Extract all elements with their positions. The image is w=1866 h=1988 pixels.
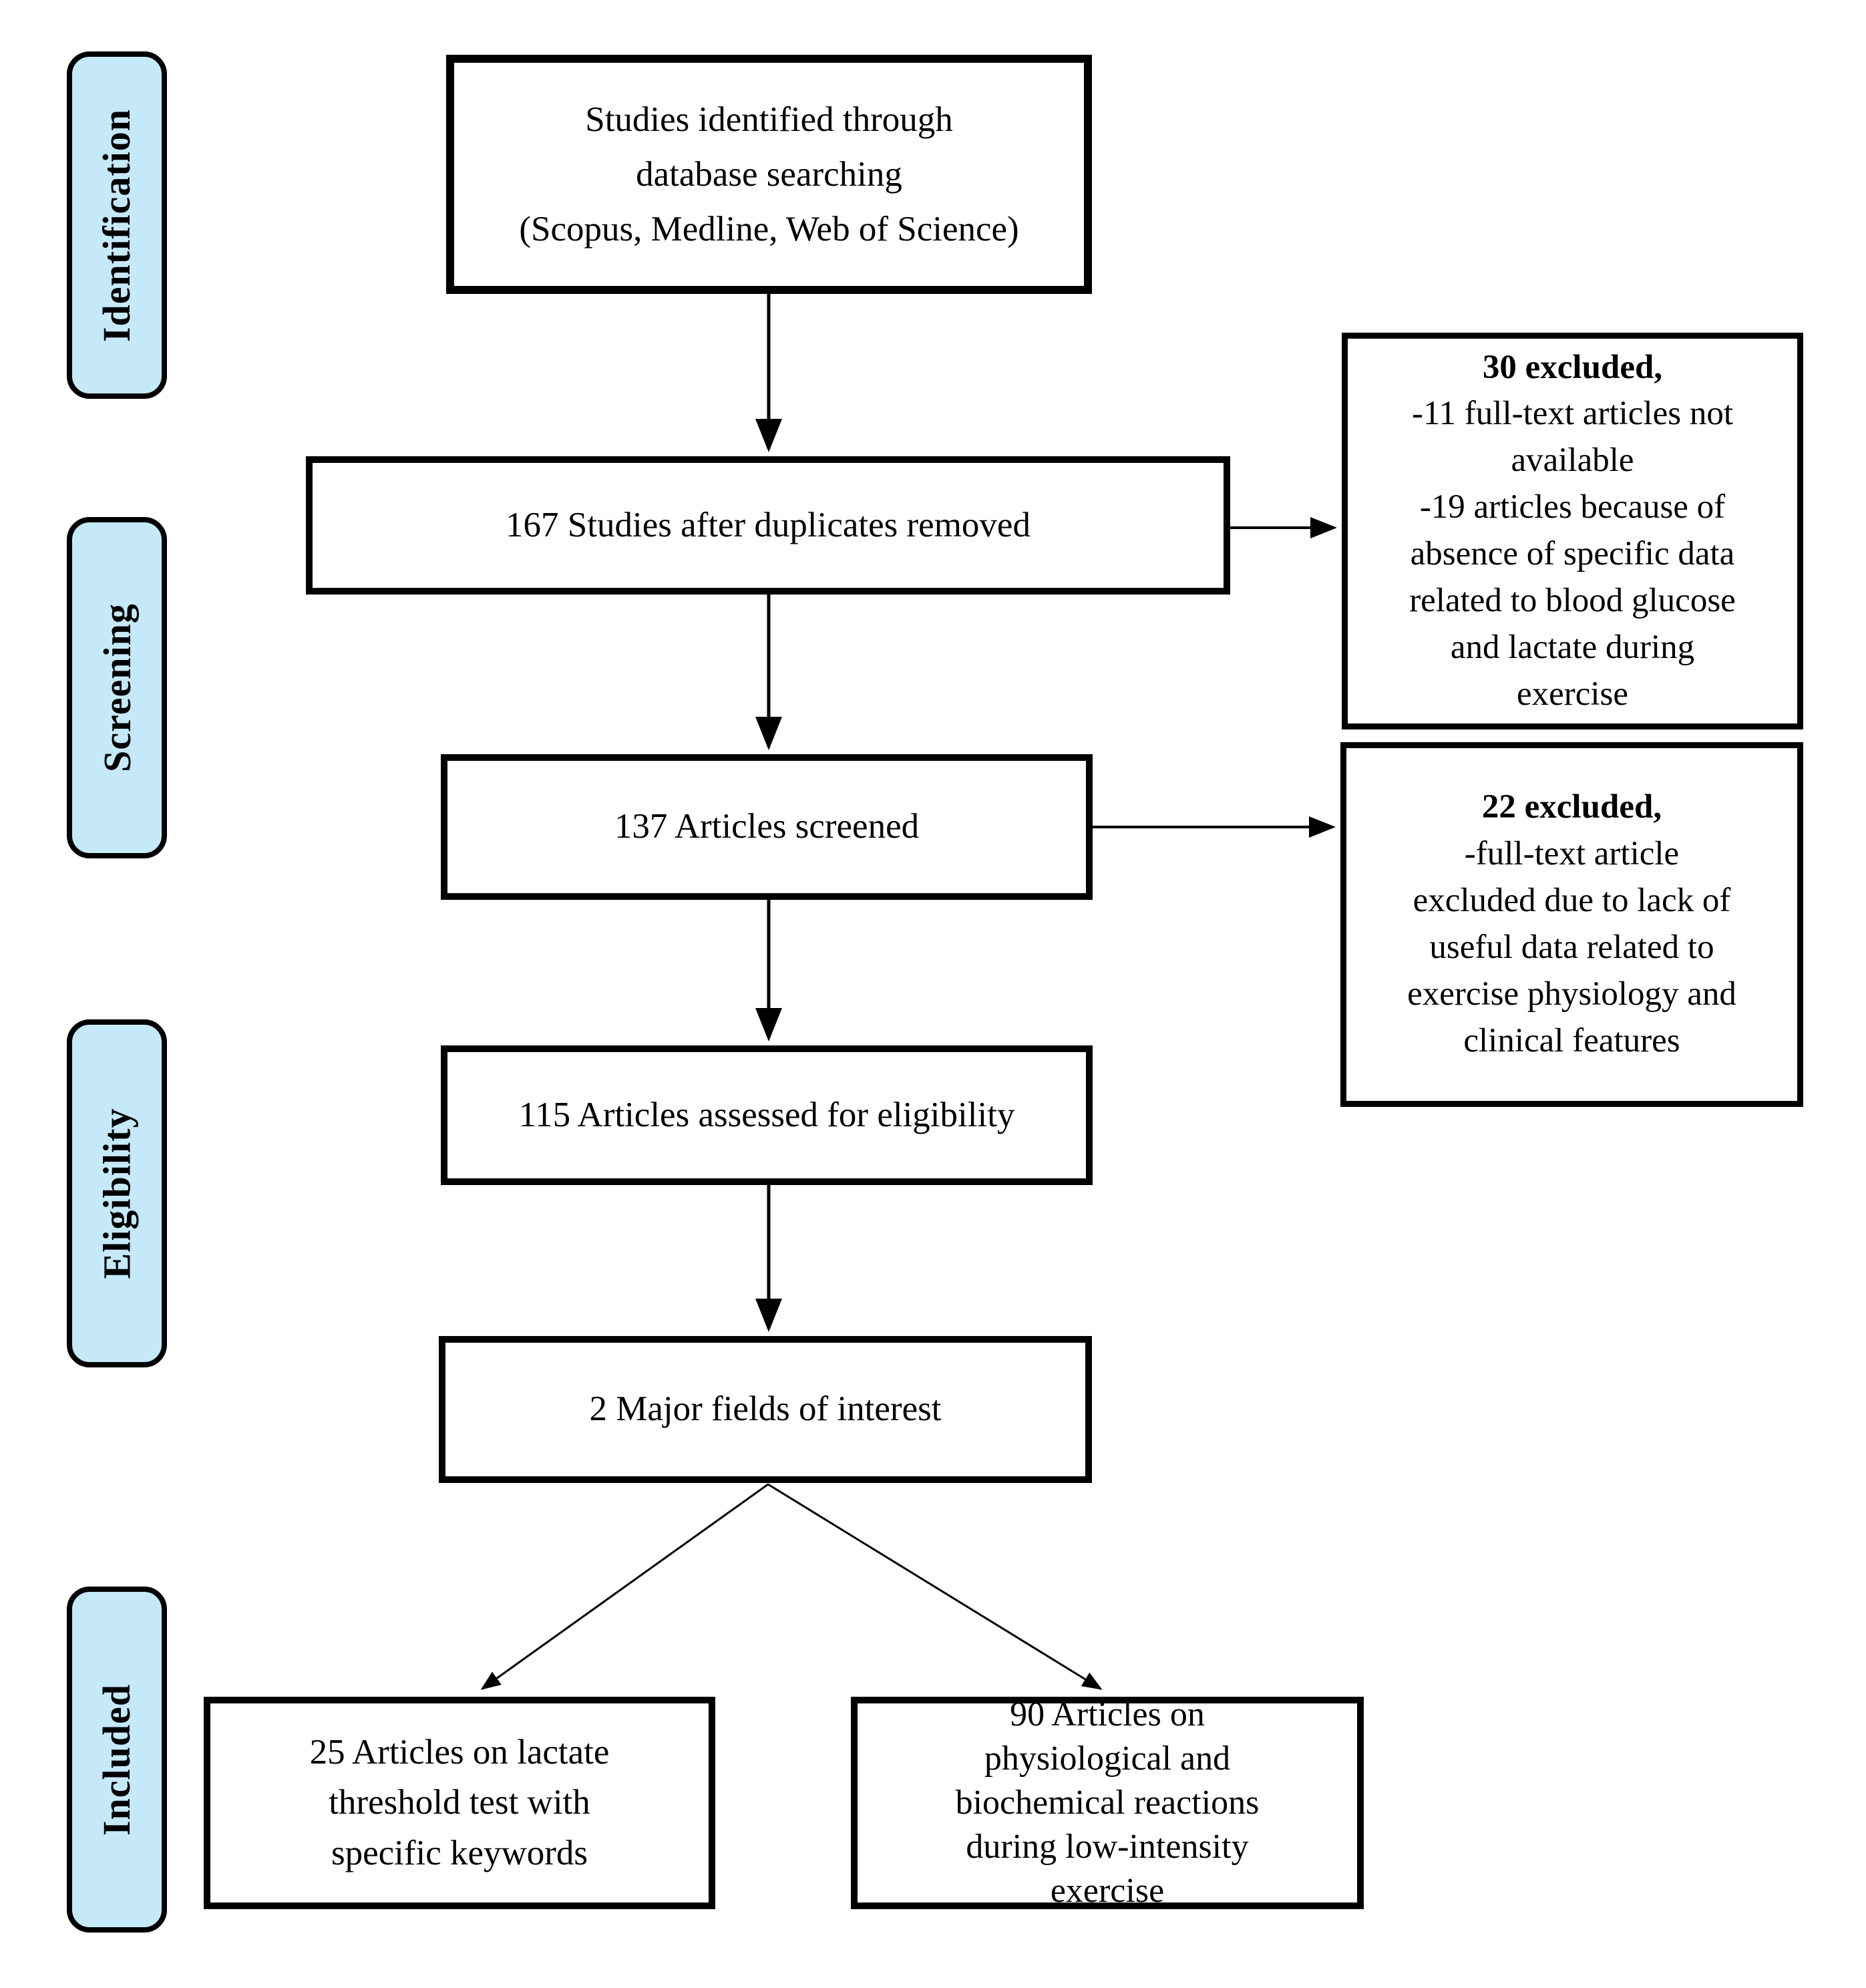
box-articles-screened-text: 137 Articles screened	[614, 807, 920, 846]
stage-label-screening: Screening	[67, 517, 167, 858]
box-included-physiological-text: 90 Articles on physiological and biochem…	[955, 1695, 1260, 1911]
box-excluded-22: 22 excluded, -full-text article excluded…	[1340, 742, 1803, 1107]
box-studies-identified: Studies identified through database sear…	[446, 55, 1092, 294]
stage-label-identification: Identification	[67, 51, 167, 399]
box-excluded-30-content: 30 excluded, -11 full-text articles not …	[1409, 345, 1736, 718]
box-included-physiological-articles: 90 Articles on physiological and biochem…	[851, 1695, 1364, 1910]
stage-label-text: Included	[95, 1683, 139, 1836]
box-articles-assessed: 115 Articles assessed for eligibility	[441, 1045, 1093, 1185]
box-excluded-30: 30 excluded, -11 full-text articles not …	[1342, 333, 1803, 729]
arrow-majorfields-to-lactate	[480, 1483, 769, 1690]
excluded-30-title: 30 excluded,	[1482, 348, 1663, 386]
box-major-fields: 2 Major fields of interest	[439, 1336, 1092, 1483]
arrow-majorfields-to-physiological	[767, 1483, 1103, 1690]
box-included-lactate-text: 25 Articles on lactate threshold test wi…	[309, 1733, 610, 1872]
box-major-fields-text: 2 Major fields of interest	[589, 1389, 942, 1429]
stage-label-text: Eligibility	[95, 1108, 139, 1279]
box-duplicates-removed-text: 167 Studies after duplicates removed	[506, 505, 1031, 544]
stage-label-included: Included	[67, 1587, 167, 1933]
stage-label-text: Identification	[95, 108, 139, 342]
box-articles-assessed-text: 115 Articles assessed for eligibility	[518, 1095, 1015, 1134]
stage-label-eligibility: Eligibility	[67, 1019, 167, 1367]
excluded-30-body: -11 full-text articles not available -19…	[1409, 395, 1736, 713]
excluded-22-body: -full-text article excluded due to lack …	[1407, 835, 1736, 1059]
box-excluded-22-content: 22 excluded, -full-text article excluded…	[1407, 784, 1736, 1064]
box-articles-screened: 137 Articles screened	[441, 754, 1093, 900]
box-included-lactate-articles: 25 Articles on lactate threshold test wi…	[204, 1697, 715, 1909]
stage-label-text: Screening	[95, 603, 139, 772]
box-studies-identified-text: Studies identified through database sear…	[519, 100, 1019, 249]
box-duplicates-removed: 167 Studies after duplicates removed	[306, 456, 1230, 595]
excluded-22-title: 22 excluded,	[1481, 788, 1662, 826]
